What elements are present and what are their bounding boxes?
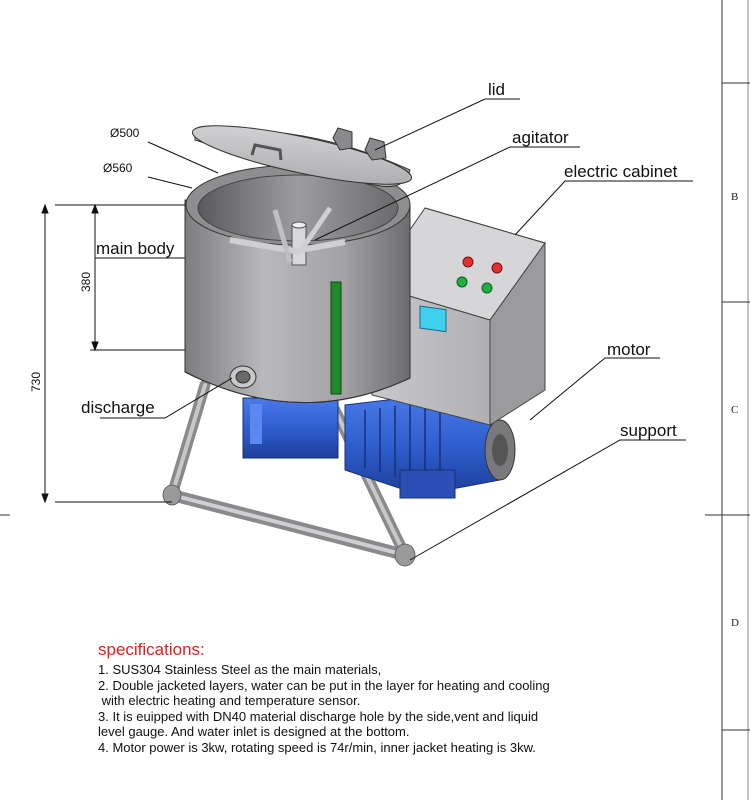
dim-height-380: 380 [79, 272, 93, 292]
specifications-title: specifications: [98, 640, 205, 659]
label-lid: lid [488, 80, 505, 99]
spec-line-3: 3. It is euipped with DN40 material disc… [98, 708, 539, 724]
red-button-1 [462, 256, 474, 268]
green-button-1 [456, 276, 468, 288]
label-support: support [620, 421, 677, 440]
display-screen [419, 305, 447, 333]
spec-line-4: 4. Motor power is 3kw, rotating speed is… [98, 739, 536, 755]
zone-label-d: D [731, 617, 739, 629]
label-main-body: main body [96, 239, 175, 258]
leader-lines [95, 98, 693, 561]
discharge-port [229, 365, 257, 389]
dimension-lines [41, 203, 185, 504]
label-agitator: agitator [512, 128, 569, 147]
dim-diameter-500: Ø500 [110, 126, 140, 140]
motor [242, 394, 516, 499]
support-frame [162, 379, 416, 567]
zone-label-c: C [731, 404, 738, 416]
dim-diameter-560: Ø560 [103, 161, 133, 175]
label-electric-cabinet: electric cabinet [564, 162, 678, 181]
main-body [184, 164, 411, 403]
label-motor: motor [607, 340, 651, 359]
agitator [229, 206, 346, 266]
spec-line-2: 2. Double jacketed layers, water can be … [98, 677, 550, 693]
spec-line-3-cont: level gauge. And water inlet is designed… [98, 724, 410, 739]
level-gauge [330, 281, 342, 395]
label-discharge: discharge [81, 398, 155, 417]
spec-line-1: 1. SUS304 Stainless Steel as the main ma… [98, 662, 382, 677]
zone-label-b: B [731, 191, 738, 203]
spec-line-2-cont: with electric heating and temperature se… [98, 693, 361, 708]
dim-height-730: 730 [29, 372, 43, 392]
specifications-block: specifications: 1. SUS304 Stainless Stee… [98, 640, 658, 755]
red-button-2 [491, 262, 503, 274]
green-button-2 [481, 282, 493, 294]
lid [191, 125, 413, 188]
